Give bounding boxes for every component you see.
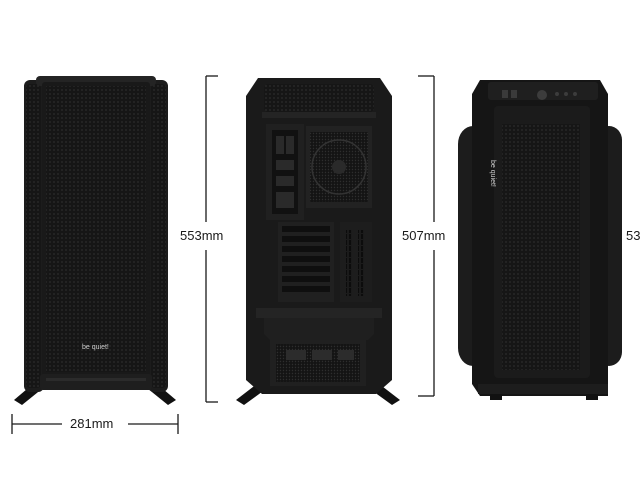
side-case-icon — [458, 80, 622, 400]
front-logo: be quiet! — [82, 344, 109, 351]
rear-height-dimension-line — [418, 75, 435, 397]
front-height-label: 553mm — [180, 228, 224, 244]
side-logo: be quiet! — [489, 160, 496, 187]
rear-case-icon — [236, 78, 400, 405]
front-height-dimension-line — [205, 75, 218, 403]
side-height-label: 53 — [626, 228, 640, 244]
front-case-icon — [14, 76, 176, 405]
rear-height-label: 507mm — [402, 228, 446, 244]
width-dimension-line — [11, 414, 179, 434]
width-label: 281mm — [70, 416, 114, 432]
